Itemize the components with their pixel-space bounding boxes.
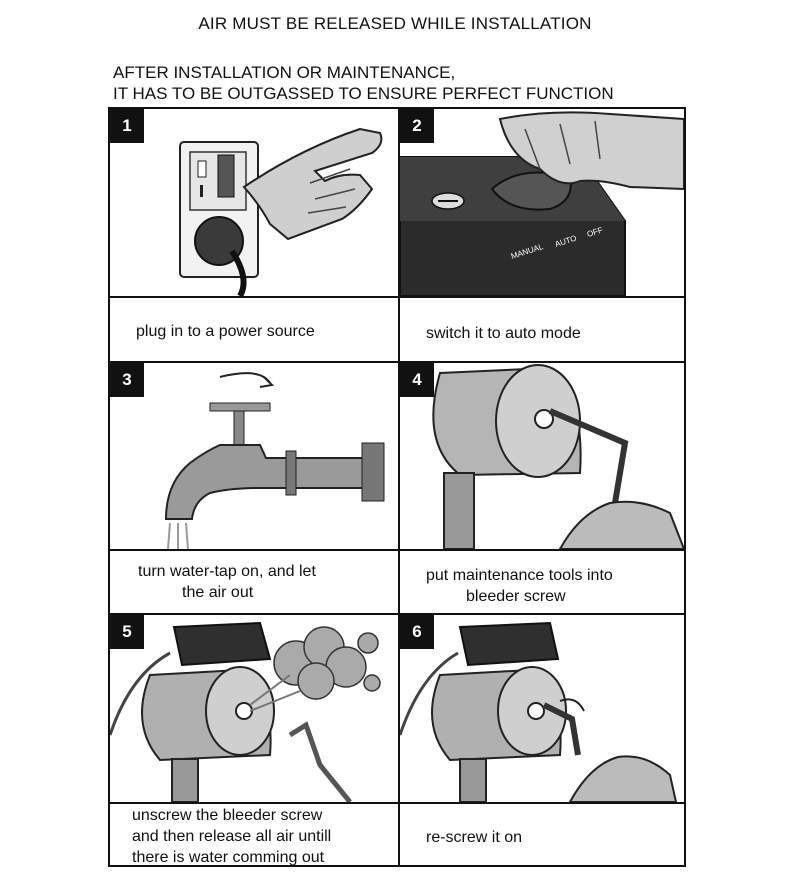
caption-line: there is water comming out bbox=[132, 849, 325, 866]
step-5-illustration: 5 bbox=[110, 615, 398, 802]
grid-divider bbox=[110, 613, 684, 615]
step-number: 5 bbox=[110, 615, 144, 649]
step-number: 3 bbox=[110, 363, 144, 397]
pump-tool-icon bbox=[432, 364, 684, 549]
caption-line: put maintenance tools into bbox=[426, 567, 613, 584]
caption-line: plug in to a power source bbox=[136, 323, 315, 340]
grid-divider bbox=[398, 109, 400, 865]
step-6-caption: re-screw it on bbox=[426, 827, 682, 848]
step-2-illustration: MANUAL AUTO OFF 2 bbox=[400, 109, 684, 296]
step-3-caption: turn water-tap on, and let the air out bbox=[138, 561, 396, 603]
step-number: 6 bbox=[400, 615, 434, 649]
caption-line: the air out bbox=[182, 584, 254, 601]
grid-divider bbox=[110, 802, 684, 804]
instruction-grid: 1 MANUAL AUTO OFF 2 plug in to a power s… bbox=[108, 107, 686, 867]
caption-line: bleeder screw bbox=[466, 588, 566, 605]
subheading: AFTER INSTALLATION OR MAINTENANCE, IT HA… bbox=[113, 62, 614, 104]
step-1-caption: plug in to a power source bbox=[136, 321, 396, 342]
caption-line: switch it to auto mode bbox=[426, 325, 581, 342]
subheading-line-2: IT HAS TO BE OUTGASSED TO ENSURE PERFECT… bbox=[113, 84, 614, 103]
step-4-caption: put maintenance tools into bleeder screw bbox=[426, 565, 682, 607]
caption-line: re-screw it on bbox=[426, 829, 523, 846]
step-5-caption: unscrew the bleeder screw and then relea… bbox=[132, 805, 396, 868]
grid-divider bbox=[110, 549, 684, 551]
power-socket-hand-icon bbox=[179, 127, 383, 296]
step-number: 4 bbox=[400, 363, 434, 397]
grid-divider bbox=[110, 361, 684, 363]
step-number: 2 bbox=[400, 109, 434, 143]
pump-rescrew-icon bbox=[400, 621, 678, 802]
pump-mode-switch-icon: MANUAL AUTO OFF bbox=[400, 111, 684, 296]
step-4-illustration: 4 bbox=[400, 363, 684, 549]
grid-divider bbox=[110, 296, 684, 298]
caption-line: and then release all air untill bbox=[132, 828, 332, 845]
step-2-caption: switch it to auto mode bbox=[426, 323, 682, 344]
step-3-illustration: 3 bbox=[110, 363, 398, 549]
pump-air-release-icon bbox=[110, 621, 381, 802]
caption-line: unscrew the bleeder screw bbox=[132, 807, 323, 824]
page-heading: AIR MUST BE RELEASED WHILE INSTALLATION bbox=[198, 14, 592, 33]
step-6-illustration: 6 bbox=[400, 615, 684, 802]
step-1-illustration: 1 bbox=[110, 109, 398, 296]
water-tap-icon bbox=[164, 372, 385, 549]
caption-line: turn water-tap on, and let bbox=[138, 563, 316, 580]
subheading-line-1: AFTER INSTALLATION OR MAINTENANCE, bbox=[113, 63, 456, 82]
step-number: 1 bbox=[110, 109, 144, 143]
